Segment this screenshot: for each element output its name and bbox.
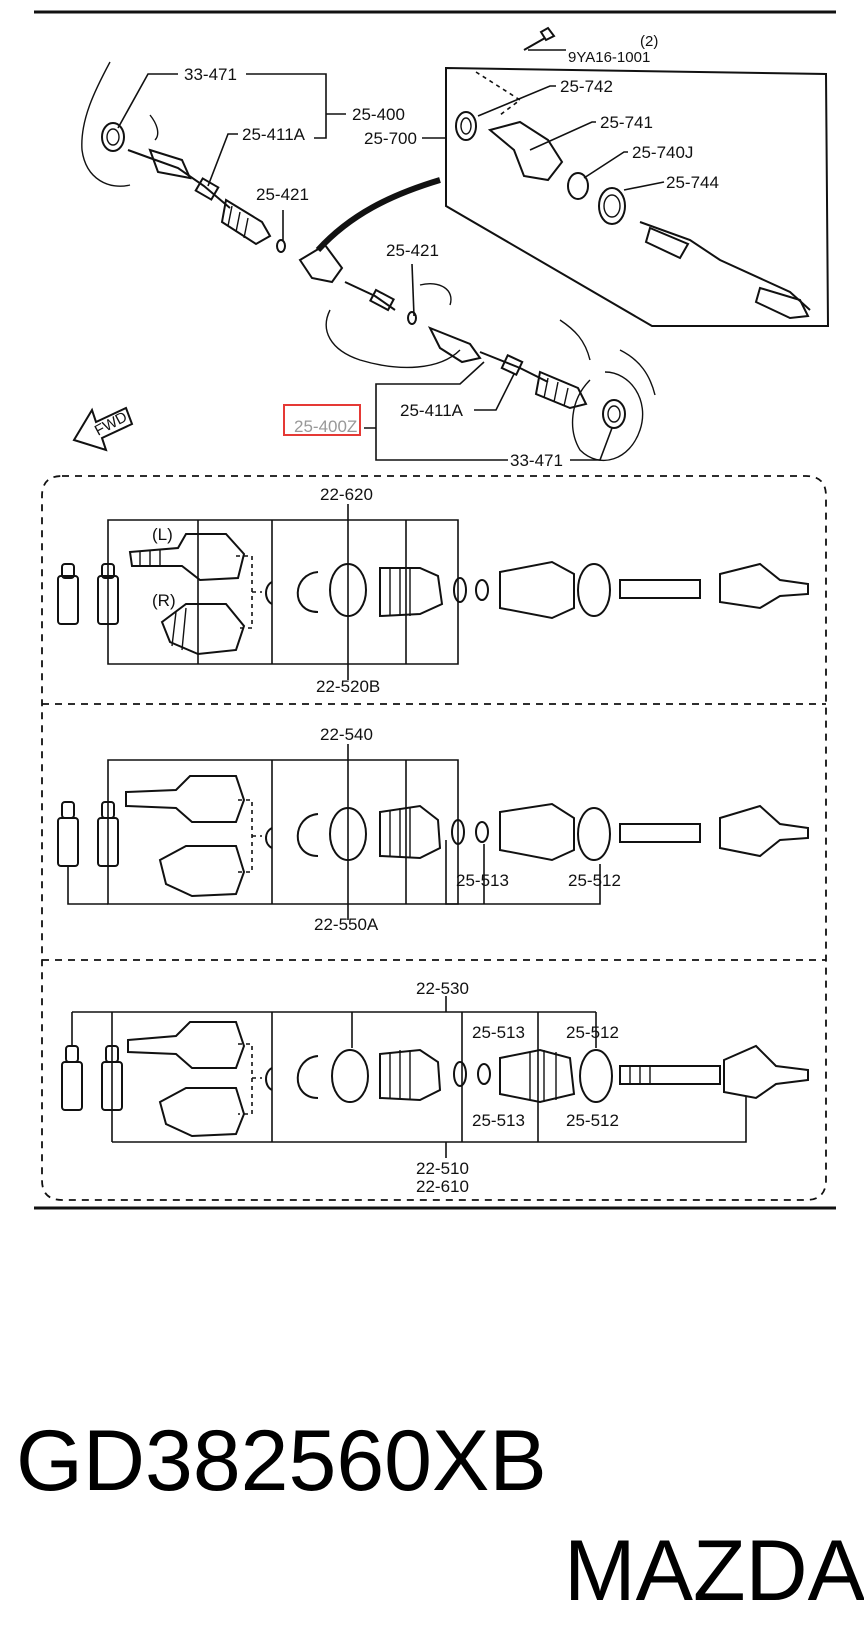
row3-label-clamp-top: 25-513 (472, 1023, 525, 1042)
kit-row-3: 22-530 25-513 25-512 25-513 25-512 22-51… (61, 979, 809, 1196)
row2-label-bottom: 22-550A (314, 915, 379, 934)
row3-label-top: 22-530 (416, 979, 469, 998)
hub-seal-left-part (101, 122, 125, 152)
label-25-740j: 25-740J (632, 143, 693, 162)
label-25-741: 25-741 (600, 113, 653, 132)
label-25-744: 25-744 (666, 173, 719, 192)
row3-label-clamp-bottom: 25-513 (472, 1111, 525, 1130)
brand-name: MAZDA (564, 1523, 864, 1619)
label-25-400z: 25-400Z (294, 417, 357, 436)
kit-frame (41, 475, 827, 1201)
label-33-471-left: 33-471 (184, 65, 237, 84)
row1-label-bottom: 22-520B (316, 677, 380, 696)
row1-label-r: (R) (152, 591, 176, 610)
label-25-411a-left: 25-411A (242, 125, 306, 144)
label-25-421-left: 25-421 (256, 185, 309, 204)
label-25-411a-right: 25-411A (400, 401, 464, 420)
row3-label-boot-bottom: 25-512 (566, 1111, 619, 1130)
row2-label-top: 22-540 (320, 725, 373, 744)
label-25-421-right: 25-421 (386, 241, 439, 260)
part-number: GD382560XB (16, 1413, 547, 1509)
row1-label-l: (L) (152, 525, 173, 544)
row3-label-bottom-2: 22-610 (416, 1177, 469, 1196)
row2-label-clamp: 25-513 (456, 871, 509, 890)
hub-seal-right-part (602, 399, 626, 429)
label-25-742: 25-742 (560, 77, 613, 96)
row3-label-boot-top: 25-512 (566, 1023, 619, 1042)
label-25-400: 25-400 (352, 105, 405, 124)
row2-label-boot: 25-512 (568, 871, 621, 890)
row1-label-top: 22-620 (320, 485, 373, 504)
caption: GD382560XB MAZDA (16, 1296, 864, 1619)
fwd-arrow (72, 406, 134, 452)
label-bolt-qty: (2) (640, 33, 658, 50)
row3-label-bottom-1: 22-510 (416, 1159, 469, 1178)
parts-diagram: FWD 33-471 25-400 25-411A 25-421 25-700 … (34, 10, 836, 1210)
highlight-box (283, 404, 361, 436)
label-bolt: 9YA16-1001 (568, 49, 650, 66)
kit-row-1: 22-620 22-520B (L) (R) (57, 485, 809, 696)
label-25-700: 25-700 (364, 129, 417, 148)
kit-row-2: 22-540 22-550A 25-513 25-512 (57, 725, 809, 934)
label-33-471-right: 33-471 (510, 451, 563, 470)
top-assembly-view: FWD 33-471 25-400 25-411A 25-421 25-700 … (72, 26, 830, 470)
